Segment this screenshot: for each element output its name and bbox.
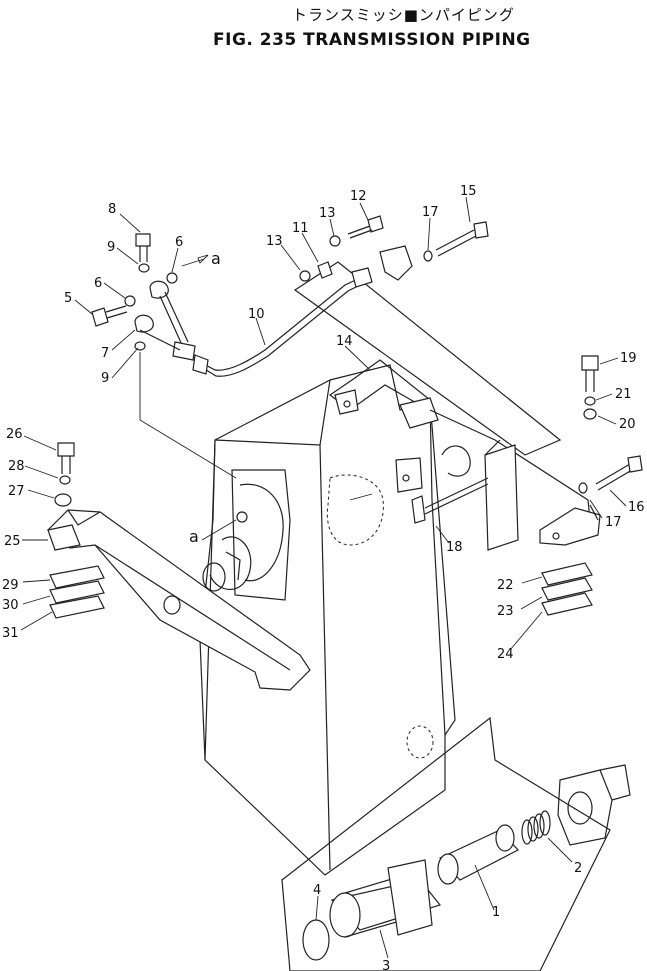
callout-23: 23: [497, 604, 514, 619]
callout-10: 10: [248, 307, 265, 322]
left-support-bracket: [47, 509, 311, 691]
callout-1: 1: [492, 905, 500, 920]
callout-13-lower: 13: [266, 234, 283, 249]
callout-30: 30: [2, 598, 19, 613]
callout-4: 4: [313, 883, 321, 898]
bolt-12: [347, 215, 384, 239]
figure-title: FIG. 235 TRANSMISSION PIPING: [213, 30, 531, 50]
callout-8: 8: [108, 202, 116, 217]
o-ring-4: [302, 919, 330, 961]
callout-5: 5: [64, 291, 72, 306]
callout-17-right: 17: [605, 515, 622, 530]
callout-18: 18: [446, 540, 463, 555]
callout-13-upper: 13: [319, 206, 336, 221]
marker-a-top: a: [211, 249, 221, 268]
spring-2: [521, 810, 551, 845]
callout-28: 28: [8, 459, 25, 474]
shims-left: [49, 565, 105, 619]
callout-11: 11: [292, 221, 309, 236]
callout-27: 27: [8, 484, 25, 499]
bolt-16: [595, 455, 643, 491]
callout-2: 2: [574, 861, 582, 876]
upper-bracket: [293, 261, 601, 551]
callout-29: 29: [2, 578, 19, 593]
shims-right: [541, 562, 593, 616]
banjo-fittings: [134, 280, 196, 361]
callout-7: 7: [101, 346, 109, 361]
callout-16: 16: [628, 500, 645, 515]
leader-lines: [20, 196, 627, 959]
callout-12: 12: [350, 189, 367, 204]
pipe-10: [192, 267, 373, 377]
valve-block: [379, 245, 413, 281]
callout-6-left: 6: [94, 276, 102, 291]
callout-31: 31: [2, 626, 19, 641]
bolt-5: [91, 305, 128, 327]
callout-24: 24: [497, 647, 514, 662]
callout-22: 22: [497, 578, 514, 593]
filter-outline: [281, 716, 611, 971]
filter-cover: [557, 764, 631, 846]
washers: [54, 235, 597, 507]
callout-20: 20: [619, 417, 636, 432]
bolt-18: [411, 477, 489, 524]
callout-19: 19: [620, 351, 637, 366]
transmission-housing: [199, 364, 471, 876]
callout-9-top: 9: [107, 240, 115, 255]
title-japanese: トランスミッシ■ンパイピング: [292, 6, 515, 24]
callout-26: 26: [6, 427, 23, 442]
callout-17-top: 17: [422, 205, 439, 220]
callout-21: 21: [615, 387, 632, 402]
callout-3: 3: [382, 959, 390, 971]
filter-housing-3: [329, 859, 442, 938]
callout-14: 14: [336, 334, 353, 349]
callout-25: 25: [4, 534, 21, 549]
nut-11: [317, 261, 333, 279]
bolt-8: [135, 233, 151, 262]
bolt-26: [57, 442, 75, 474]
callout-numbers: 1 2 3 4 5 6 6 7 8 9 9 10 11 12 13 13 14 …: [2, 184, 645, 971]
bolt-19: [581, 355, 599, 392]
filter-element-1: [437, 824, 519, 885]
marker-a-housing: a: [189, 527, 199, 546]
callout-9-bottom: 9: [101, 371, 109, 386]
callout-6-right: 6: [175, 235, 183, 250]
rear-flange: [202, 469, 291, 601]
bolt-15: [435, 221, 489, 257]
callout-15: 15: [460, 184, 477, 199]
